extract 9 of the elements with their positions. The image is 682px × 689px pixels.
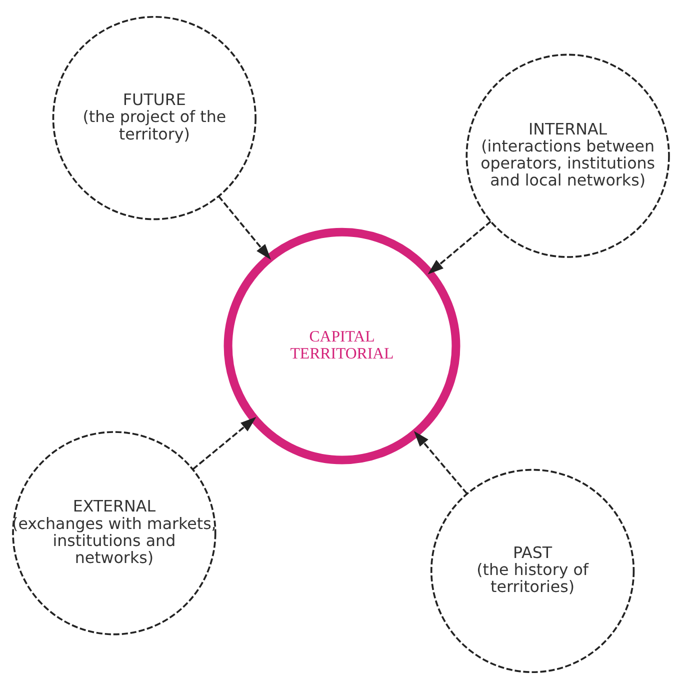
arrow <box>414 430 468 494</box>
arrow <box>428 220 492 274</box>
node-circle: CAPITAL TERRITORIAL <box>224 228 460 464</box>
arrow <box>218 196 271 260</box>
node-circle: EXTERNAL (exchanges with markets, institutions and networks) <box>12 431 216 636</box>
arrow <box>192 416 256 470</box>
node-circle: FUTURE (the project of the territory) <box>52 16 256 220</box>
node-circle: INTERNAL (interactions between operators, institutions and local networks) <box>466 54 670 258</box>
node-circle: PAST (the history of territories) <box>430 468 635 674</box>
